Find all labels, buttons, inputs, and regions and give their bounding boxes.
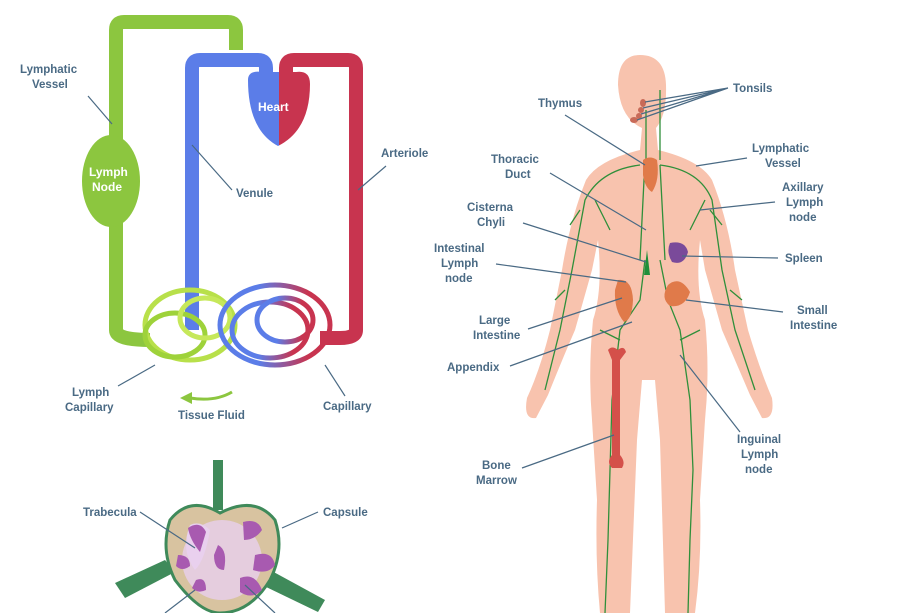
small-intestine-label: Small: [797, 305, 828, 317]
tissue-fluid-label: Tissue Fluid: [178, 410, 245, 422]
appendix-label: Appendix: [447, 362, 500, 374]
lymphatic-vessel-label: Vessel: [765, 158, 801, 170]
small-intestine-label: Intestine: [790, 320, 837, 332]
lymph-node-label: Lymph: [89, 165, 128, 179]
arteriole-vessel: [279, 53, 363, 345]
intestinal-lymph-node-label: Intestinal: [434, 243, 484, 255]
lymphatic-vessel-loop: [109, 15, 243, 330]
inguinal-lymph-node-label: node: [745, 464, 772, 476]
lymph-node-section: Trabecula Capsule: [83, 460, 368, 613]
inguinal-lymph-node-label: Lymph: [741, 449, 778, 461]
axillary-lymph-node-label: node: [789, 212, 816, 224]
lymphatic-vessel-label: Vessel: [32, 79, 68, 91]
capillary-bed: [142, 282, 333, 368]
lymphatic-vessel-label: Lymphatic: [20, 64, 78, 76]
thoracic-duct-label: Duct: [505, 169, 531, 181]
lymph-capillary-label: Lymph: [72, 387, 109, 399]
lymph-node-shape: [82, 135, 140, 227]
small-intestine: [664, 281, 690, 307]
cisterna-chyli: [644, 250, 650, 275]
thymus: [643, 157, 658, 192]
capsule-label: Capsule: [323, 507, 368, 519]
body-silhouette: [526, 55, 773, 613]
tonsils: [630, 99, 646, 123]
bone-marrow-label: Bone: [482, 460, 511, 472]
cisterna-chyli-label: Chyli: [477, 217, 505, 229]
lymphatic-vessel-label: Lymphatic: [752, 143, 810, 155]
lymph-node-label: Node: [92, 180, 122, 194]
bone-marrow-femur: [608, 347, 626, 468]
thymus-label: Thymus: [538, 98, 582, 110]
intestinal-lymph-node-label: node: [445, 273, 472, 285]
spleen-label: Spleen: [785, 253, 823, 265]
thoracic-duct-label: Thoracic: [491, 154, 540, 166]
spleen: [668, 242, 688, 263]
tonsils-label: Tonsils: [733, 83, 772, 95]
trabecula-label: Trabecula: [83, 507, 137, 519]
large-intestine-label: Large: [479, 315, 510, 327]
circulation-diagram: Heart Lymph Node Lymphatic Vessel Venule…: [20, 15, 428, 422]
large-intestine: [614, 279, 633, 322]
large-intestine-label: Intestine: [473, 330, 520, 342]
intestinal-lymph-node-label: Lymph: [441, 258, 478, 270]
human-body: Tonsils Thymus Lymphatic Vessel Thoracic…: [434, 55, 837, 613]
heart-label: Heart: [258, 100, 289, 114]
venule-vessel: [185, 53, 273, 330]
axillary-lymph-node-label: Axillary: [782, 182, 824, 194]
inguinal-lymph-node-label: Inguinal: [737, 434, 781, 446]
cisterna-chyli-label: Cisterna: [467, 202, 514, 214]
arteriole-label: Arteriole: [381, 148, 428, 160]
axillary-lymph-node-label: Lymph: [786, 197, 823, 209]
bone-marrow-label: Marrow: [476, 475, 517, 487]
lymph-capillary-label: Capillary: [65, 402, 114, 414]
venule-label: Venule: [236, 188, 273, 200]
heart-shape: [248, 71, 310, 146]
capillary-label: Capillary: [323, 401, 372, 413]
